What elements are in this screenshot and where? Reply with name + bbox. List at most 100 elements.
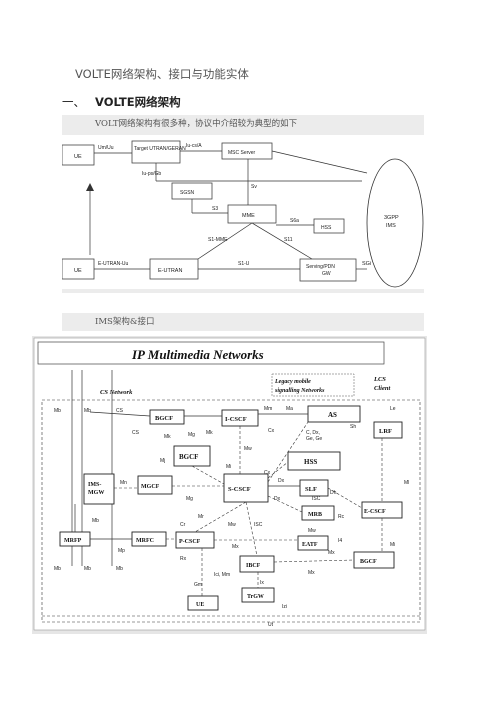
hss-label: HSS — [304, 458, 317, 466]
if-mx-2: Mx — [328, 550, 335, 556]
eatf-box — [297, 535, 329, 551]
section-heading: 一、VOLTE网络架构 — [62, 94, 181, 110]
group-cs-network: CS Network — [100, 389, 133, 396]
if-mw-2: Mw — [228, 522, 236, 528]
if-sh: Sh — [350, 424, 356, 430]
if-mw-1: Mw — [244, 446, 252, 452]
if-ma: Ma — [286, 406, 293, 412]
mrfp-label: MRFP — [64, 538, 82, 544]
if-cs-2: CS — [132, 430, 140, 436]
if-mg-2: Mg — [186, 496, 193, 502]
if-sv: Sv — [251, 184, 257, 190]
if-mi-2: Mi — [390, 542, 395, 548]
ims-cloud — [366, 158, 424, 288]
if-cs-1: CS — [116, 408, 124, 414]
if-mb-4: Mb — [54, 566, 61, 572]
if-mw-3: Mw — [308, 528, 316, 534]
if-mx-3: Mx — [308, 570, 315, 576]
lrf-box — [373, 421, 403, 439]
if-mj: Mj — [160, 458, 165, 464]
if-cr: Cr — [180, 522, 186, 528]
ims-mgw-label-1: IMS- — [88, 482, 101, 488]
if-um-uu: Um/Uu — [98, 145, 114, 151]
if-mg: Mg — [188, 432, 195, 438]
slf-label: SLF — [305, 486, 317, 493]
target-utran-label: Target UTRAN/GERAN — [134, 146, 186, 152]
if-isc-1: ISC — [254, 522, 263, 528]
if-mb-6: Mb — [116, 566, 123, 572]
if-s1-mme: S1-MME — [208, 237, 228, 243]
group-lcs-1: LCS — [373, 376, 386, 383]
if-mp: Mp — [118, 548, 125, 554]
if-isc-2: ISC — [312, 496, 321, 502]
section-number: 一、 — [62, 95, 85, 109]
ibcf-label: IBCF — [246, 563, 261, 569]
mme-label: MME — [242, 213, 255, 219]
as-label: AS — [328, 411, 337, 419]
if-dx-1: Dx — [278, 478, 285, 484]
ims-architecture-diagram: IP Multimedia Networks CS Network Legacy… — [32, 336, 427, 634]
bgcf-top-box — [149, 409, 185, 425]
if-rx: Rx — [180, 556, 187, 562]
bgcf-bottom-label: BGCF — [360, 559, 377, 565]
if-gm: Gm — [194, 582, 202, 588]
serving-pdn-label-2: GW — [322, 271, 331, 277]
if-mb-2: Mb — [84, 408, 91, 414]
intro-text-band: VOLT网络架构有很多种，协议中介绍较为典型的如下 — [62, 115, 424, 133]
ims-cloud-label-2: IMS — [386, 223, 396, 229]
mrb-label: MRB — [308, 512, 322, 518]
if-rc: Rc — [338, 514, 345, 520]
lrf-label: LRF — [379, 428, 392, 435]
if-mk-1: Mk — [164, 434, 171, 440]
hss-label: HSS — [321, 225, 332, 231]
hss-box — [313, 218, 345, 234]
ims-mgw-label-2: MGW — [88, 490, 104, 496]
msc-server-label: MSC Server — [228, 150, 256, 156]
s-cscf-box — [223, 473, 269, 503]
group-legacy-2: signalling Networks — [274, 388, 325, 394]
i-cscf-label: I-CSCF — [225, 416, 247, 423]
ue-box — [187, 595, 219, 611]
sgsn-label: SGSN — [180, 190, 195, 196]
if-ix: Ix — [260, 580, 264, 586]
bgcf-top-label: BGCF — [155, 415, 173, 422]
ue-top-box — [62, 144, 95, 166]
if-s1-u: S1-U — [238, 261, 250, 267]
group-legacy-1: Legacy mobile — [274, 379, 311, 385]
if-mb-5: Mb — [84, 566, 91, 572]
if-s11: S11 — [284, 237, 293, 243]
if-mm: Mm — [264, 406, 272, 412]
mgcf-label: MGCF — [141, 484, 160, 490]
document-title: VOLTE网络架构、接口与功能实体 — [75, 67, 249, 81]
serving-pdn-gw-box — [299, 258, 357, 282]
ims-cloud-label-1: 3GPP — [384, 215, 399, 221]
if-iu-ps-gb: Iu-ps/Gb — [142, 171, 161, 177]
if-ut: Ut — [268, 622, 274, 628]
if-s6a: S6a — [290, 218, 299, 224]
if-iu-cs-a: Iu-cs/A — [186, 143, 202, 149]
target-utran-box — [131, 140, 181, 164]
p-cscf-label: P-CSCF — [179, 539, 201, 545]
volte-architecture-diagram: 3GPP IMS UE Target UTRAN/GERAN MSC Serve… — [62, 133, 424, 293]
if-mk-2: Mk — [206, 430, 213, 436]
if-le: Le — [390, 406, 396, 412]
ims-mgw-box — [83, 473, 115, 505]
group-lcs-2: Client — [374, 385, 390, 392]
if-mx-1: Mx — [232, 544, 239, 550]
mrb-box — [301, 505, 335, 521]
trgw-label: TrGW — [247, 594, 264, 600]
eatf-label: EATF — [302, 542, 318, 548]
ue-bottom-label: UE — [74, 268, 82, 274]
ue-top-label: UE — [74, 154, 82, 160]
if-dx-2: Dx — [274, 496, 281, 502]
if-gc-gx: Ge, Ge — [306, 436, 322, 442]
ue-label: UE — [196, 602, 204, 608]
if-mb-3: Mb — [92, 518, 99, 524]
mgcf-box — [137, 475, 173, 495]
if-ml: Ml — [404, 480, 409, 486]
serving-pdn-label-1: Serving/PDN — [306, 264, 335, 270]
if-ici-mm: Ici, Mm — [214, 572, 230, 578]
if-cx-2: Cx — [264, 470, 271, 476]
e-cscf-label: E-CSCF — [364, 509, 386, 515]
